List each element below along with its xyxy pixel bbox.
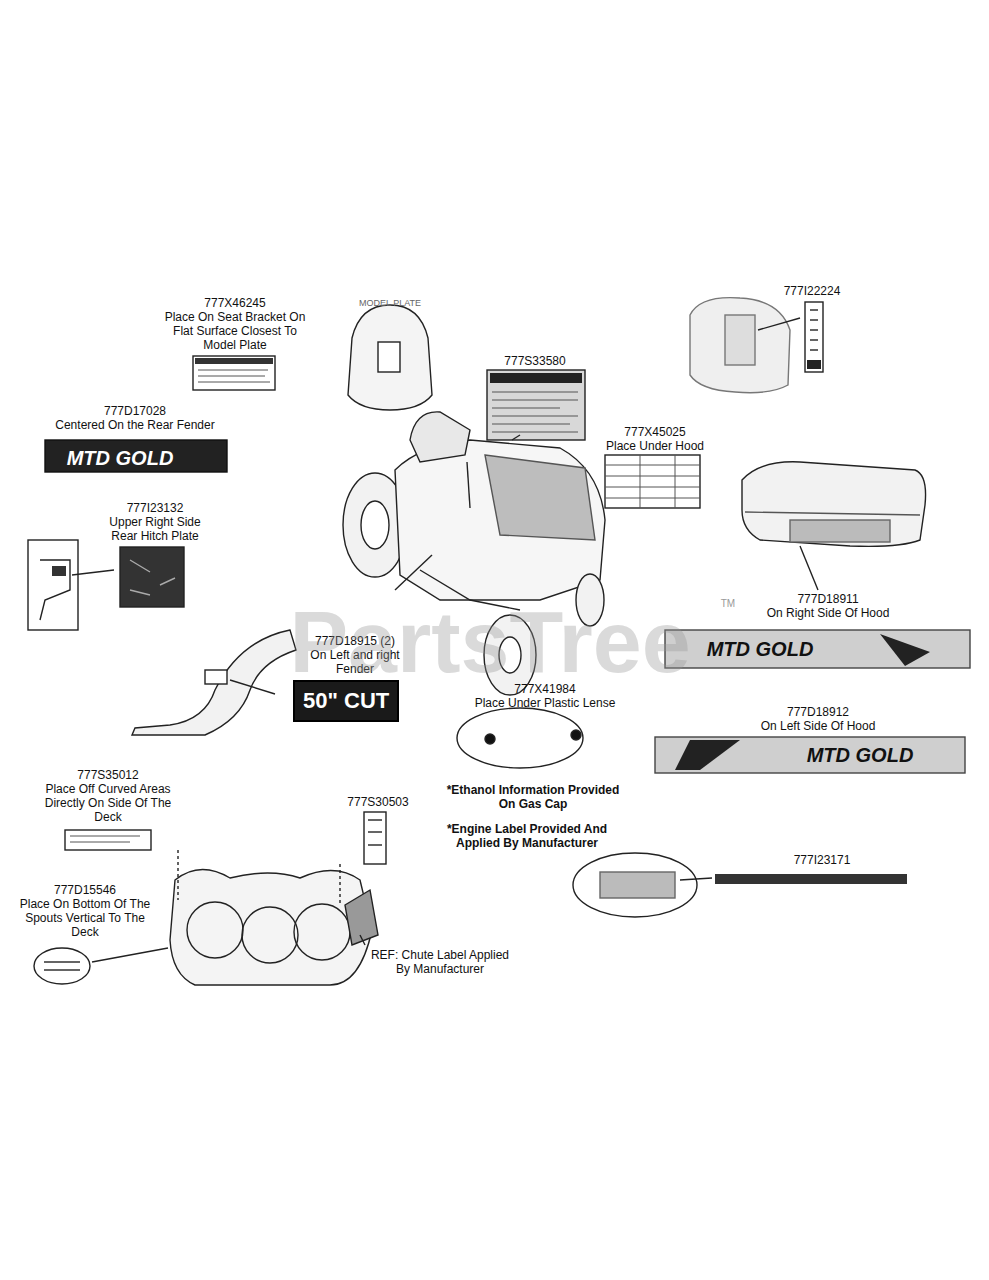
note: *Engine Label Provided And Applied By Ma… (427, 822, 627, 850)
decal-text: 50" CUT (303, 688, 389, 714)
note: *Ethanol Information Provided On Gas Cap (443, 783, 623, 811)
part-number: 777I23171 (772, 853, 872, 867)
part-number: 777I22224 (767, 284, 857, 298)
placement-note: Upper Right Side Rear Hitch Plate (100, 515, 210, 543)
part-number: 777D18912 (768, 705, 868, 719)
placement-note: Centered On the Rear Fender (30, 418, 240, 432)
decal-text: MTD GOLD (50, 446, 190, 470)
watermark: PartsTree (255, 590, 725, 694)
placement-note: Place On Bottom Of The Spouts Vertical T… (10, 897, 160, 939)
part-number: 777X45025 (605, 425, 705, 439)
placement-note: Place Under Hood (590, 439, 720, 453)
part-number: 777S30503 (328, 795, 428, 809)
placement-note: Place Off Curved Areas Directly On Side … (43, 782, 173, 824)
part-number: 777I23132 (105, 501, 205, 515)
part-number: 777D15546 (35, 883, 135, 897)
part-caption: MODEL PLATE (345, 298, 435, 309)
part-number: 777X46245 (155, 296, 315, 310)
placement-note: On Left Side Of Hood (733, 719, 903, 733)
cut-decal: 50" CUT (293, 680, 399, 722)
part-number: 777S35012 (58, 768, 158, 782)
part-number: 777D17028 (80, 404, 190, 418)
trademark: TM (713, 598, 743, 610)
placement-note: Place Under Plastic Lense (445, 696, 645, 710)
part-number: 777D18911 (778, 592, 878, 606)
placement-note: On Right Side Of Hood (743, 606, 913, 620)
decal-text: MTD GOLD (785, 743, 935, 767)
decal-text: MTD GOLD (685, 637, 835, 661)
part-number: 777S33580 (485, 354, 585, 368)
placement-note: Place On Seat Bracket On Flat Surface Cl… (160, 310, 310, 352)
note: REF: Chute Label Applied By Manufacturer (365, 948, 515, 976)
